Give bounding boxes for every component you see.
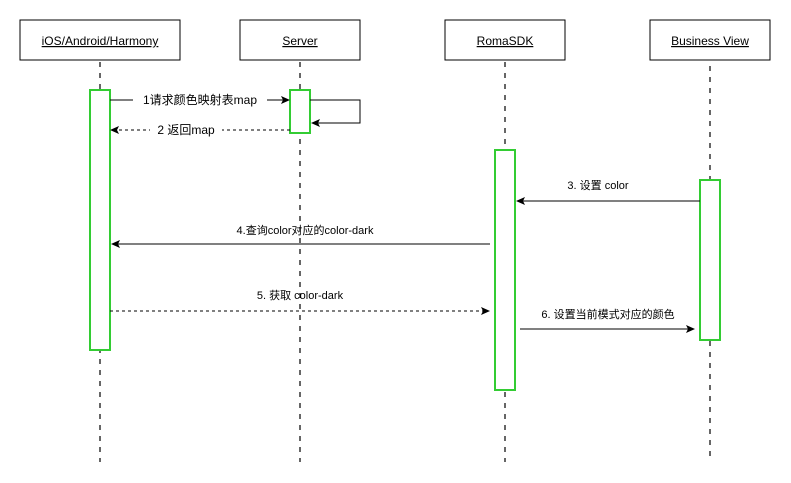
actor-view[interactable]: Business View — [649, 19, 771, 61]
arrowhead-icon — [686, 325, 695, 333]
activation-sdk[interactable] — [494, 149, 516, 391]
arrowhead-icon — [111, 240, 120, 248]
activation-client[interactable] — [89, 89, 111, 351]
message-self-server[interactable] — [310, 99, 361, 127]
actor-box — [239, 19, 361, 61]
message-5[interactable]: 5. 获取 color-dark — [110, 289, 490, 315]
label-background — [133, 92, 267, 108]
actor-label: RomaSDK — [477, 34, 534, 48]
arrowhead-icon — [481, 307, 490, 315]
actor-box — [19, 19, 181, 61]
arrowhead-icon — [311, 119, 320, 127]
message-2[interactable]: 2 返回map — [110, 122, 290, 138]
message-4[interactable]: 4.查询color对应的color-dark — [111, 223, 490, 248]
actor-box — [444, 19, 566, 61]
message-line — [310, 99, 361, 124]
actor-box — [649, 19, 771, 61]
message-label: 2 返回map — [157, 123, 215, 137]
message-6[interactable]: 6. 设置当前模式对应的颜色 — [520, 307, 695, 333]
arrowhead-icon — [516, 197, 525, 205]
message-3[interactable]: 3. 设置 color — [516, 179, 700, 205]
activation-server[interactable] — [289, 89, 311, 134]
activation-view[interactable] — [699, 179, 721, 341]
actor-label: iOS/Android/Harmony — [42, 34, 159, 48]
label-background — [150, 122, 222, 138]
message-label: 6. 设置当前模式对应的颜色 — [541, 307, 674, 321]
message-label: 3. 设置 color — [567, 179, 628, 192]
actor-sdk[interactable]: RomaSDK — [444, 19, 566, 61]
arrowhead-icon — [281, 96, 290, 104]
actor-label: Server — [282, 34, 317, 48]
actor-client[interactable]: iOS/Android/Harmony — [19, 19, 181, 61]
arrowhead-icon — [110, 126, 119, 134]
message-label: 1请求颜色映射表map — [143, 92, 257, 107]
actor-server[interactable]: Server — [239, 19, 361, 61]
message-label: 5. 获取 color-dark — [257, 289, 344, 302]
message-1[interactable]: 1请求颜色映射表map — [110, 92, 290, 108]
actor-label: Business View — [671, 34, 749, 48]
message-label: 4.查询color对应的color-dark — [237, 223, 374, 237]
